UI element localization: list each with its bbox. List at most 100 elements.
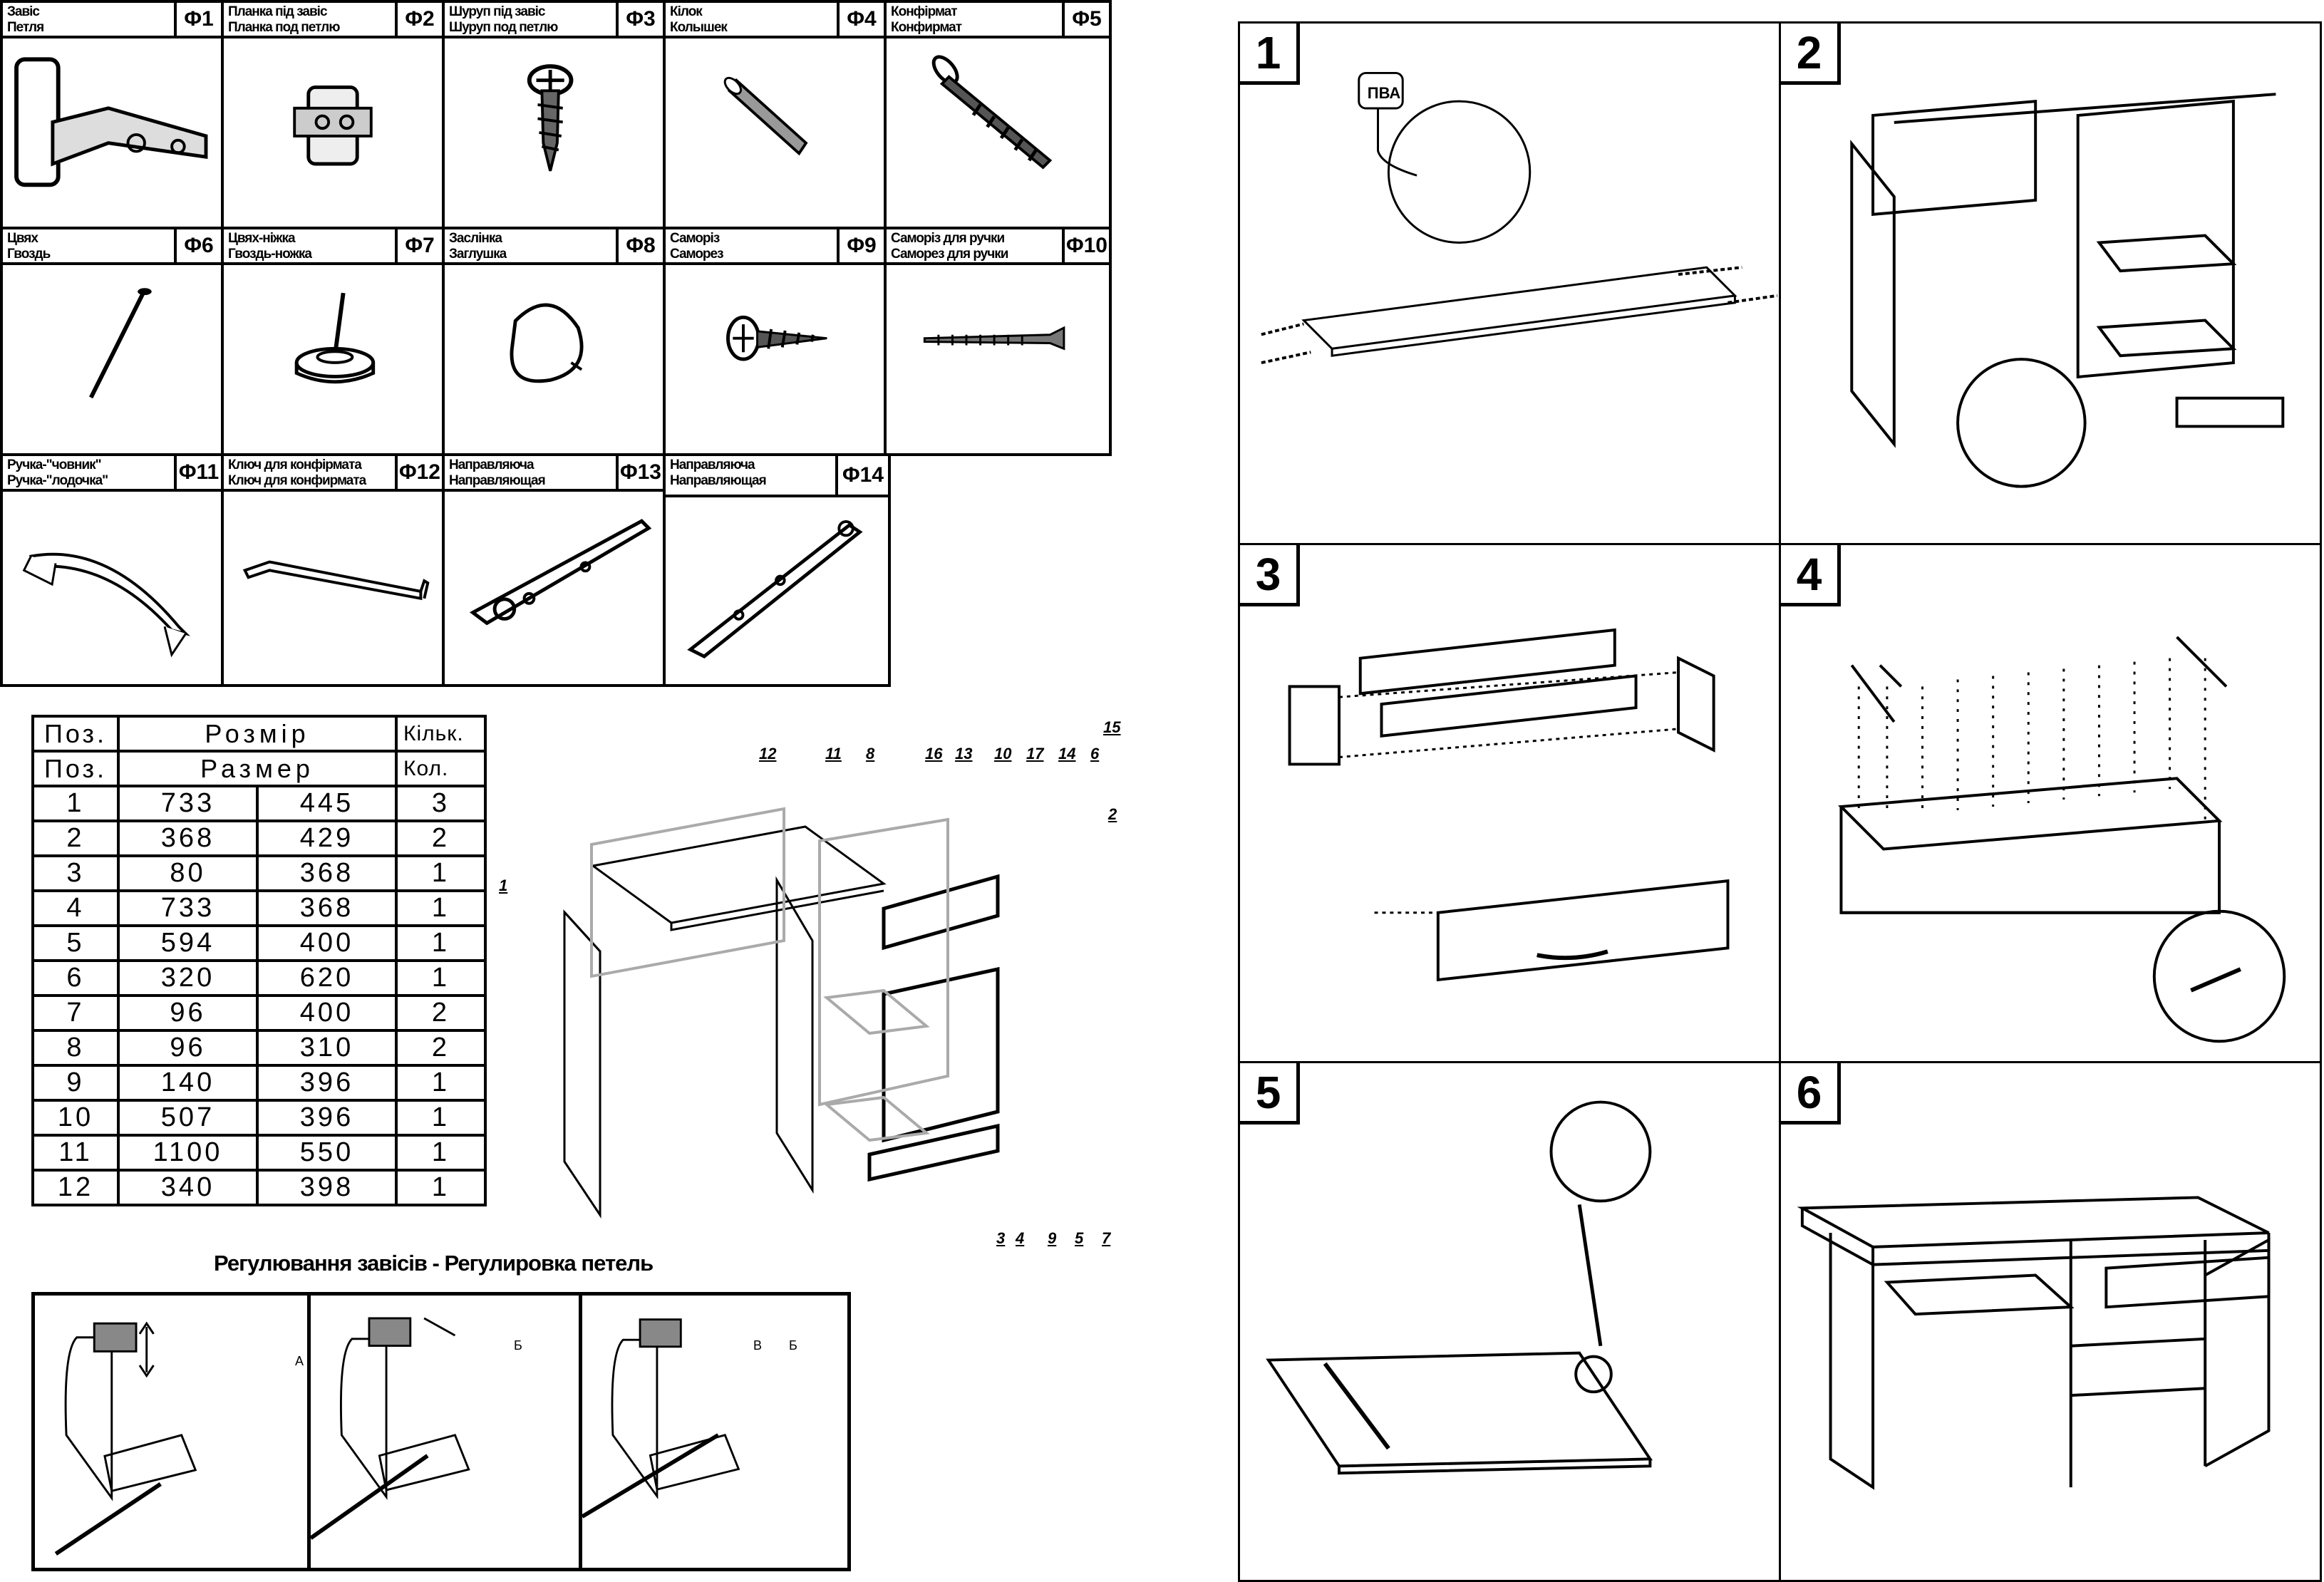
table-header-ua: Поз. Розмір Кільк.	[31, 715, 487, 753]
callout-8: 8	[866, 745, 875, 762]
cell-size-a: 733	[117, 785, 259, 822]
callout-4: 4	[1016, 1229, 1025, 1247]
boat-handle-icon	[3, 492, 221, 684]
cell-size-b: 445	[256, 785, 398, 822]
callout-12: 12	[759, 745, 777, 762]
fitting-code: Φ8	[616, 229, 663, 262]
fitting-code: Φ13	[616, 456, 663, 489]
cell-pos: 7	[31, 994, 120, 1032]
handle-screw-icon	[887, 265, 1109, 453]
drawer-runner-icon	[666, 497, 888, 684]
fitting-code: Φ6	[174, 229, 221, 262]
fitting-code: Φ1	[174, 3, 221, 36]
cell-size-b: 396	[256, 1099, 398, 1137]
cell-pos: 6	[31, 959, 120, 997]
cell-size-b: 368	[256, 854, 398, 892]
cell-size-a: 96	[117, 994, 259, 1032]
cell-size-a: 320	[117, 959, 259, 997]
step-number: 6	[1781, 1063, 1841, 1125]
callout-10: 10	[994, 745, 1012, 762]
step-6-panel: 6	[1779, 1061, 2322, 1582]
step-1-drawing	[1261, 71, 1778, 365]
glue-label: ПВА	[1367, 84, 1401, 102]
callout-6: 6	[1090, 745, 1100, 762]
drawer-runner-icon	[445, 492, 663, 684]
hinge-adjust-panel-lateral: В Б	[579, 1292, 851, 1571]
cell-qty: 1	[395, 854, 487, 892]
exploded-view-diagram: 12 11 8 16 13 10 17 14 15 6 1 2 3 4 9 5 …	[485, 705, 1126, 1276]
callout-16: 16	[925, 745, 943, 762]
cell-size-b: 620	[256, 959, 398, 997]
hinge-icon	[3, 38, 221, 227]
cell-size-a: 340	[117, 1169, 259, 1206]
header-pos: Поз.	[31, 750, 120, 787]
step-5-panel: 5	[1238, 1061, 1781, 1582]
cell-pos: 12	[31, 1169, 120, 1206]
cell-size-a: 368	[117, 820, 259, 857]
cell-size-a: 1100	[117, 1134, 259, 1172]
callout-7: 7	[1102, 1229, 1111, 1247]
cell-size-a: 733	[117, 889, 259, 927]
fitting-code: Φ3	[616, 3, 663, 36]
header-pos: Поз.	[31, 715, 120, 753]
cell-size-b: 429	[256, 820, 398, 857]
cell-qty: 3	[395, 785, 487, 822]
cell-size-b: 396	[256, 1064, 398, 1102]
hinge-adjust-panel-vertical: А	[31, 1292, 311, 1571]
step-6-drawing	[1797, 1196, 2271, 1490]
cell-qty: 1	[395, 924, 487, 962]
fitting-code: Φ11	[174, 456, 221, 489]
cell-qty: 2	[395, 820, 487, 857]
self-tapping-screw-icon	[666, 265, 884, 453]
callout-3: 3	[996, 1229, 1006, 1247]
cell-pos: 2	[31, 820, 120, 857]
step-number: 1	[1240, 24, 1300, 85]
desk-exploded-drawing	[563, 807, 1000, 1219]
cell-pos: 8	[31, 1029, 120, 1067]
hinge-screw-icon	[445, 38, 663, 227]
table-header-ru: Поз. Размер Кол.	[31, 750, 487, 787]
fitting-code: Φ7	[395, 229, 442, 262]
cell-size-a: 507	[117, 1099, 259, 1137]
fitting-code: Φ5	[1062, 3, 1109, 36]
callout-2: 2	[1108, 805, 1117, 823]
step-number: 3	[1240, 545, 1300, 606]
callout-13: 13	[955, 745, 973, 762]
fitting-code: Φ14	[835, 456, 888, 495]
cell-qty: 1	[395, 959, 487, 997]
fitting-code: Φ9	[837, 229, 884, 262]
cap-icon	[445, 265, 663, 453]
step-4-drawing	[1838, 636, 2286, 1043]
fitting-name: Ручка-"човник"Ручка-"лодочка"	[7, 457, 108, 488]
callout-5: 5	[1075, 1229, 1084, 1247]
nail-icon	[3, 265, 221, 453]
step-number: 4	[1781, 545, 1841, 606]
